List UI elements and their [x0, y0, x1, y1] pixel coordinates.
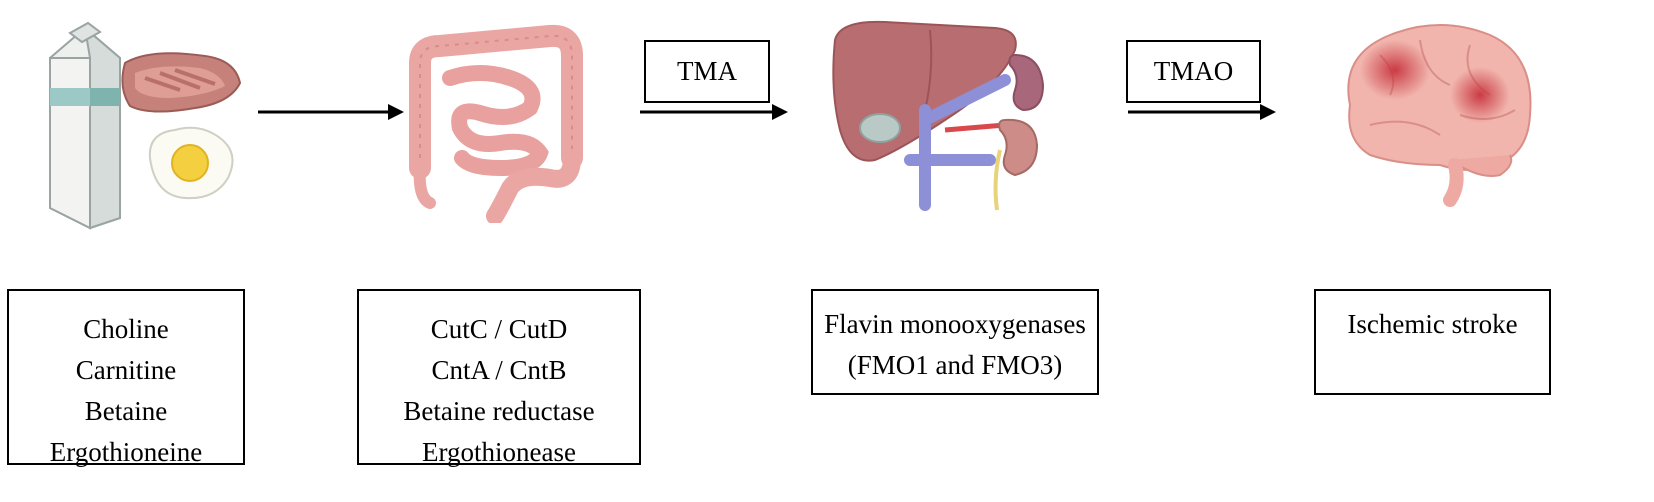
precursor-item: Betaine — [84, 396, 168, 426]
arrow-gut-to-liver — [640, 104, 788, 120]
intestine-icon — [409, 24, 583, 223]
gut-enzyme-item: CutC / CutD — [430, 314, 568, 344]
precursor-item: Choline — [83, 314, 169, 344]
vessels-icon — [904, 74, 1011, 211]
liver-enzyme-item: Flavin monooxygenases — [824, 309, 1086, 339]
precursor-item: Ergothioneine — [49, 437, 203, 467]
milk-carton-icon — [49, 21, 121, 230]
liver-enzyme-item: (FMO1 and FMO3) — [847, 350, 1063, 380]
brain-icon — [1347, 24, 1532, 207]
dietary-precursors-box: Choline Carnitine Betaine Ergothioneine — [7, 289, 245, 467]
arrow-liver-to-brain — [1128, 104, 1276, 120]
egg-icon — [148, 126, 234, 200]
tma-label-box: TMA — [644, 40, 770, 103]
gut-enzyme-item: Ergothionease — [422, 437, 576, 467]
intestine-illustration — [409, 24, 583, 223]
brain-illustration — [1347, 24, 1532, 207]
liver-enzymes-box: Flavin monooxygenases (FMO1 and FMO3) — [811, 289, 1099, 395]
tmao-label: TMAO — [1153, 56, 1234, 86]
outcome-box: Ischemic stroke — [1314, 289, 1551, 395]
precursor-item: Carnitine — [75, 355, 177, 385]
gut-enzyme-item: Betaine reductase — [403, 396, 595, 426]
gut-enzyme-item: CntA / CntB — [431, 355, 567, 385]
arrow-food-to-gut — [258, 104, 404, 120]
tmao-label-box: TMAO — [1126, 40, 1261, 103]
outcome-item: Ischemic stroke — [1347, 309, 1518, 339]
gut-enzymes-box: CutC / CutD CntA / CntB Betaine reductas… — [357, 289, 641, 467]
liver-kidney-illustration — [832, 20, 1045, 211]
kidney-icon — [998, 53, 1045, 177]
tma-label: TMA — [677, 56, 737, 86]
food-illustration — [49, 21, 242, 230]
meat-icon — [121, 52, 242, 113]
